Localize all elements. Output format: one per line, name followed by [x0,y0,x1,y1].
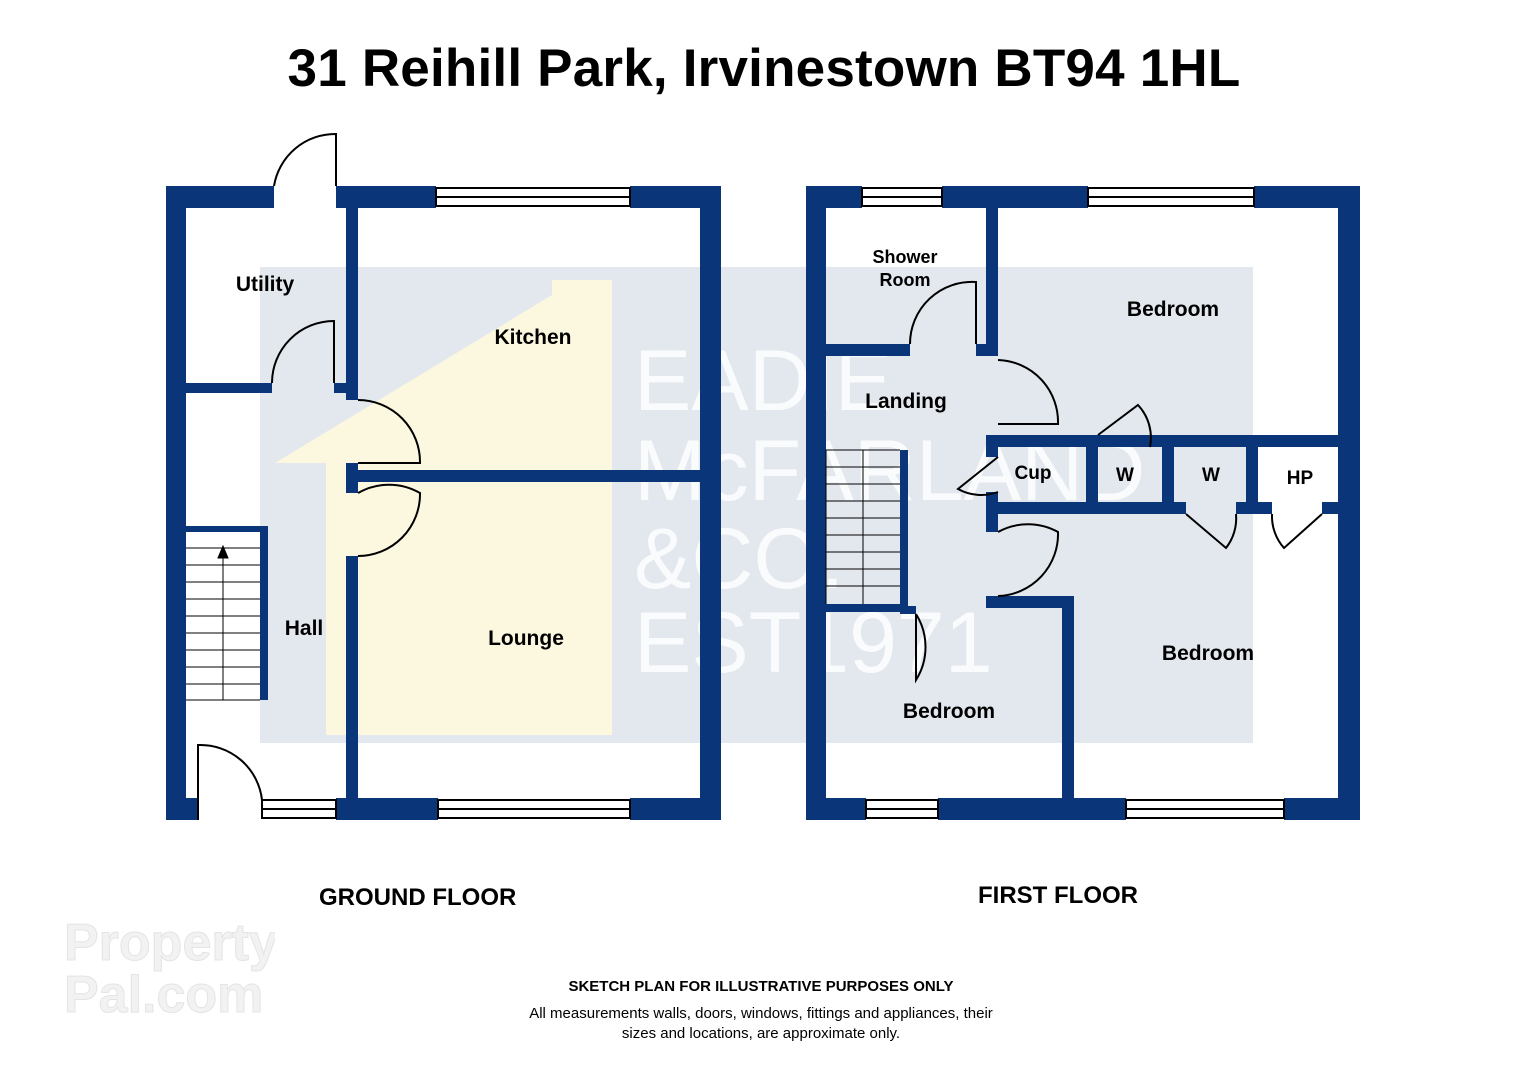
ff-wall-left [806,186,826,820]
room-label-lounge: Lounge [488,627,564,650]
ground-floor-label: GROUND FLOOR [319,884,517,911]
room-label-bedroom-front-small: Bedroom [903,700,995,723]
gf-wall-stairs-top [186,526,268,532]
room-label-cup: Cup [1015,463,1052,484]
room-label-bedroom-front-large: Bedroom [1162,642,1254,665]
room-label-w1: W [1116,465,1134,486]
room-label-hp: HP [1287,468,1314,489]
ground-floor-labels: Utility Kitchen Hall Lounge [236,273,572,650]
ff-wall-cup-left-2 [986,492,998,532]
gf-wall-bottom-left [166,798,198,820]
first-floor-labels: Shower Room Bedroom Landing Cup W W HP B… [865,247,1313,723]
logo-line-2: Pal.com [64,966,263,1022]
gf-wall-utility [186,383,272,393]
room-label-kitchen: Kitchen [494,326,571,349]
ff-door-bedroom-large [997,523,1060,597]
ff-wall-top-3 [1254,186,1360,208]
gf-door-back [273,132,337,187]
ff-wall-w-hp [1246,435,1258,514]
gf-wall-stub [334,383,348,393]
gf-wall-kitchen-lounge [346,470,700,482]
ff-wall-landing-stub [900,606,916,614]
ff-wall-bed-small-right [1062,596,1074,820]
ff-wall-cupboards-bottom-3 [1322,502,1360,514]
logo-line-1: Property [64,914,275,972]
first-floor-plan [806,186,1360,820]
gf-door-utility [271,319,335,384]
ff-wall-bottom-2 [938,798,1126,820]
ff-wall-shower-bottom [826,344,910,356]
room-label-shower-line2: Room [880,270,931,290]
ground-floor-plan [166,186,721,820]
first-floor-fixtures [825,187,1323,819]
disclaimer-heading: SKETCH PLAN FOR ILLUSTRATIVE PURPOSES ON… [568,978,954,995]
gf-door-lounge [357,483,422,557]
plan-title: 31 Reihill Park, Irvinestown BT94 1HL [287,39,1241,98]
ff-wall-cup-w [1086,435,1098,514]
room-label-w2: W [1202,465,1220,486]
room-label-bedroom-rear: Bedroom [1127,298,1219,321]
ff-door-shower [908,280,977,345]
ff-wall-shower-stub [976,344,998,356]
ff-door-hp [1270,513,1323,550]
first-floor-label: FIRST FLOOR [978,882,1138,909]
gf-wall-stub-2 [346,463,358,493]
disclaimer-line-1: All measurements walls, doors, windows, … [529,1005,993,1022]
ff-wall-bed-small-top [986,596,1072,608]
gf-wall-top-right [336,186,436,208]
ff-stairs [825,449,900,604]
room-label-hall: Hall [285,617,324,640]
ground-floor-fixtures [186,132,631,820]
gf-door-kitchen [357,399,422,464]
disclaimer-line-2: sizes and locations, are approximate onl… [621,1025,901,1042]
room-label-utility: Utility [236,273,295,296]
ff-wall-top-2 [942,186,1088,208]
gf-door-front [197,743,263,820]
ff-door-bedroom-rear [997,359,1060,425]
ff-door-w2 [1185,513,1238,550]
propertypal-logo: Property Pal.com [64,914,276,1023]
ff-wall-stairs-bottom [826,604,908,612]
ff-door-w1 [1097,403,1152,448]
gf-wall-stairs [260,528,268,700]
room-label-shower-line1: Shower [872,247,937,267]
ff-wall-w-w [1162,435,1174,514]
ff-wall-shower-right [986,186,998,350]
gf-wall-bottom-mid [336,798,438,820]
gf-wall-lounge-left [346,556,358,798]
ff-wall-cup-left [986,435,998,457]
gf-wall-kitchen-left [346,186,358,400]
ff-wall-bottom-1 [806,798,866,820]
ff-door-cup [956,456,999,496]
gf-stairs [186,544,260,701]
room-label-landing: Landing [865,390,947,413]
watermark-accent-shape [275,280,612,735]
disclaimer-text: All measurements walls, doors, windows, … [0,1004,1522,1044]
ff-wall-stairs-right [900,450,908,610]
gf-wall-left [166,186,186,820]
ff-wall-bottom-3 [1284,798,1360,820]
ff-door-bedroom-small [915,613,927,684]
gf-wall-top-right-2 [630,186,721,208]
gf-wall-top-left [166,186,274,208]
gf-wall-right [700,186,721,820]
gf-wall-bottom-right [630,798,721,820]
